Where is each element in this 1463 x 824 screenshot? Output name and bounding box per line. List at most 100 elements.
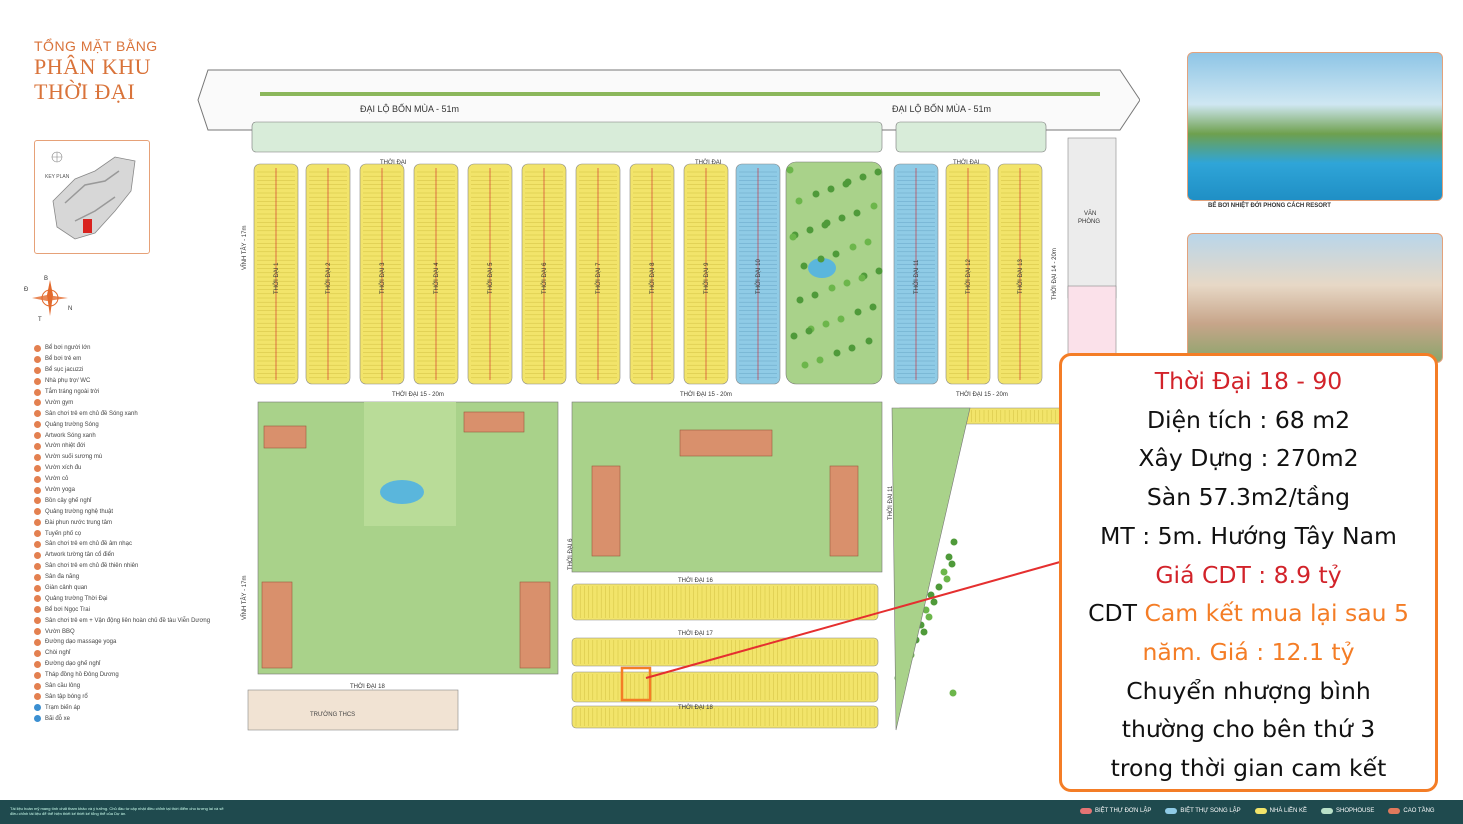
key-plan: KEY PLAN	[34, 140, 150, 254]
tree-icon	[843, 279, 851, 287]
lot-type-legend-item: BIỆT THỰ SONG LẬP	[1165, 808, 1241, 814]
lot-block-label: THỜI ĐẠI 3	[379, 262, 386, 294]
amenities-legend: Bể bơi người lớn Bể bơi trẻ em Bể sục jacu…	[34, 343, 210, 724]
legend-marker-icon	[34, 475, 41, 483]
legend-marker-icon	[34, 519, 41, 527]
compass-icon	[32, 280, 68, 316]
legend-label: Quảng trường Thời Đại	[45, 595, 108, 602]
legend-label: Nhà phụ trợ/ WC	[45, 378, 91, 385]
legend-item: Bể sục jacuzzi	[34, 365, 210, 376]
tree-icon	[948, 560, 956, 568]
tree-icon	[832, 250, 840, 258]
road-label-vinh-tay-bottom: VĨNH TÂY - 17m	[241, 576, 248, 620]
legend-item: Chòi nghỉ	[34, 648, 210, 659]
legend-item: Bể bơi trẻ em	[34, 354, 210, 365]
lot-type-label: BIỆT THỰ ĐƠN LẬP	[1095, 808, 1152, 814]
legend-label: Giàn cảnh quan	[45, 585, 88, 592]
lot-type-swatch-icon	[1321, 808, 1334, 814]
lot-strip[interactable]	[571, 583, 879, 621]
legend-label: Bồn cây ghế nghỉ	[45, 497, 92, 504]
legend-item: Sân đa năng	[34, 572, 210, 583]
tree-icon	[925, 613, 933, 621]
legend-item: Giàn cảnh quan	[34, 583, 210, 594]
shophouse-strip-left	[251, 121, 883, 153]
tree-icon	[827, 185, 835, 193]
lot-strip[interactable]	[571, 637, 879, 667]
legend-label: Chòi nghỉ	[45, 650, 71, 657]
info-transfer-3: trong thời gian cam kết	[1110, 754, 1387, 783]
pointer-line	[645, 561, 1061, 679]
tree-icon	[828, 284, 836, 292]
office-label-2: PHÒNG	[1078, 218, 1100, 225]
lot-strip[interactable]	[571, 705, 879, 729]
legend-item: Bồn cây ghế nghỉ	[34, 495, 210, 506]
legend-item: Bể bơi người lớn	[34, 343, 210, 354]
legend-marker-icon	[34, 595, 41, 603]
legend-item: Vườn gym	[34, 397, 210, 408]
tree-icon	[874, 168, 882, 176]
info-transfer-1: Chuyển nhượng bình	[1126, 676, 1371, 705]
key-plan-label: KEY PLAN	[45, 174, 70, 180]
legend-label: Sân chơi trẻ em chủ đề âm nhạc	[45, 541, 132, 548]
road-label-top-1: THỜI ĐẠI	[695, 159, 722, 166]
legend-item: Bãi đỗ xe	[34, 713, 210, 724]
info-area: Diện tích : 68 m2	[1146, 405, 1351, 434]
tree-icon	[853, 209, 861, 217]
park-pool	[808, 258, 836, 278]
resort-pool-photo	[1187, 52, 1443, 201]
key-plan-map-icon	[51, 151, 136, 240]
tree-icon	[821, 221, 829, 229]
title-line-2: PHÂN KHU	[34, 54, 152, 79]
lot-strip[interactable]	[571, 671, 879, 703]
tree-icon	[950, 538, 958, 546]
legend-label: Đường dạo massage yoga	[45, 639, 117, 646]
lot-type-legend-item: CAO TẦNG	[1388, 808, 1435, 814]
lot-block-label: THỜI ĐẠI 12	[965, 259, 972, 294]
legend-marker-icon	[34, 421, 41, 429]
road-label-thoi-dai-6: THỜI ĐẠI 6	[567, 538, 574, 570]
legend-marker-icon	[34, 464, 41, 472]
legend-label: Artwork Sóng xanh	[45, 432, 96, 439]
legend-marker-icon	[34, 704, 41, 712]
legend-marker-icon	[34, 693, 41, 701]
info-price: Giá CDT : 8.9 tỷ	[1155, 560, 1342, 589]
tree-icon	[930, 598, 938, 606]
road-label-top-2: THỜI ĐẠI	[380, 159, 407, 166]
photo-caption: BỂ BƠI NHIỆT ĐỚI PHONG CÁCH RESORT	[1208, 203, 1331, 209]
site-plan-map: ĐẠI LỘ BỐN MÙA - 51m ĐẠI LỘ BỐN MÙA - 51…	[197, 69, 1140, 731]
legend-label: Sân cầu lông	[45, 683, 81, 690]
legend-marker-icon	[34, 508, 41, 516]
legend-marker-icon	[34, 432, 41, 440]
legend-marker-icon	[34, 682, 41, 690]
tree-icon	[869, 303, 877, 311]
school-block	[247, 689, 459, 731]
tree-icon	[822, 320, 830, 328]
legend-marker-icon	[34, 399, 41, 407]
boulevard-median-left	[260, 92, 730, 96]
legend-marker-icon	[34, 606, 41, 614]
info-commit-line2: năm. Giá : 12.1 tỷ	[1142, 637, 1355, 666]
compass-east: Đ	[24, 287, 29, 293]
tree-icon	[786, 166, 794, 174]
legend-label: Sân chơi trẻ em + Vận động liên hoàn chủ…	[45, 617, 211, 624]
tree-icon	[949, 689, 957, 697]
title-line-1: TỔNG MẶT BẰNG	[34, 38, 158, 54]
legend-item: Vườn yoga	[34, 485, 210, 496]
legend-label: Tắm tráng ngoài trời	[45, 389, 100, 395]
legend-item: Artwork tường tân cổ điển	[34, 550, 210, 561]
info-commit-orange: Cam kết mua lại sau 5	[1144, 599, 1409, 628]
legend-label: Bể bơi trẻ em	[45, 356, 82, 363]
road-label-thoi-dai-15-b: THỜI ĐẠI 15 - 20m	[680, 391, 732, 398]
road-label-top-3: THỜI ĐẠI	[953, 159, 980, 166]
lot-block-label: THỜI ĐẠI 4	[433, 262, 440, 294]
legend-item: Vườn cỏ	[34, 474, 210, 485]
legend-item: Sân cầu lông	[34, 681, 210, 692]
road-label-vinh-tay-top: VĨNH TÂY - 17m	[241, 226, 248, 270]
tree-icon	[854, 308, 862, 316]
legend-label: Vườn yoga	[45, 487, 75, 494]
legend-item: Vườn nhiệt đới	[34, 441, 210, 452]
lot-type-label: CAO TẦNG	[1403, 808, 1435, 814]
legend-item: Vườn suối sương mù	[34, 452, 210, 463]
legend-marker-icon	[34, 530, 41, 538]
highlighted-lot-18-90[interactable]	[620, 666, 652, 702]
